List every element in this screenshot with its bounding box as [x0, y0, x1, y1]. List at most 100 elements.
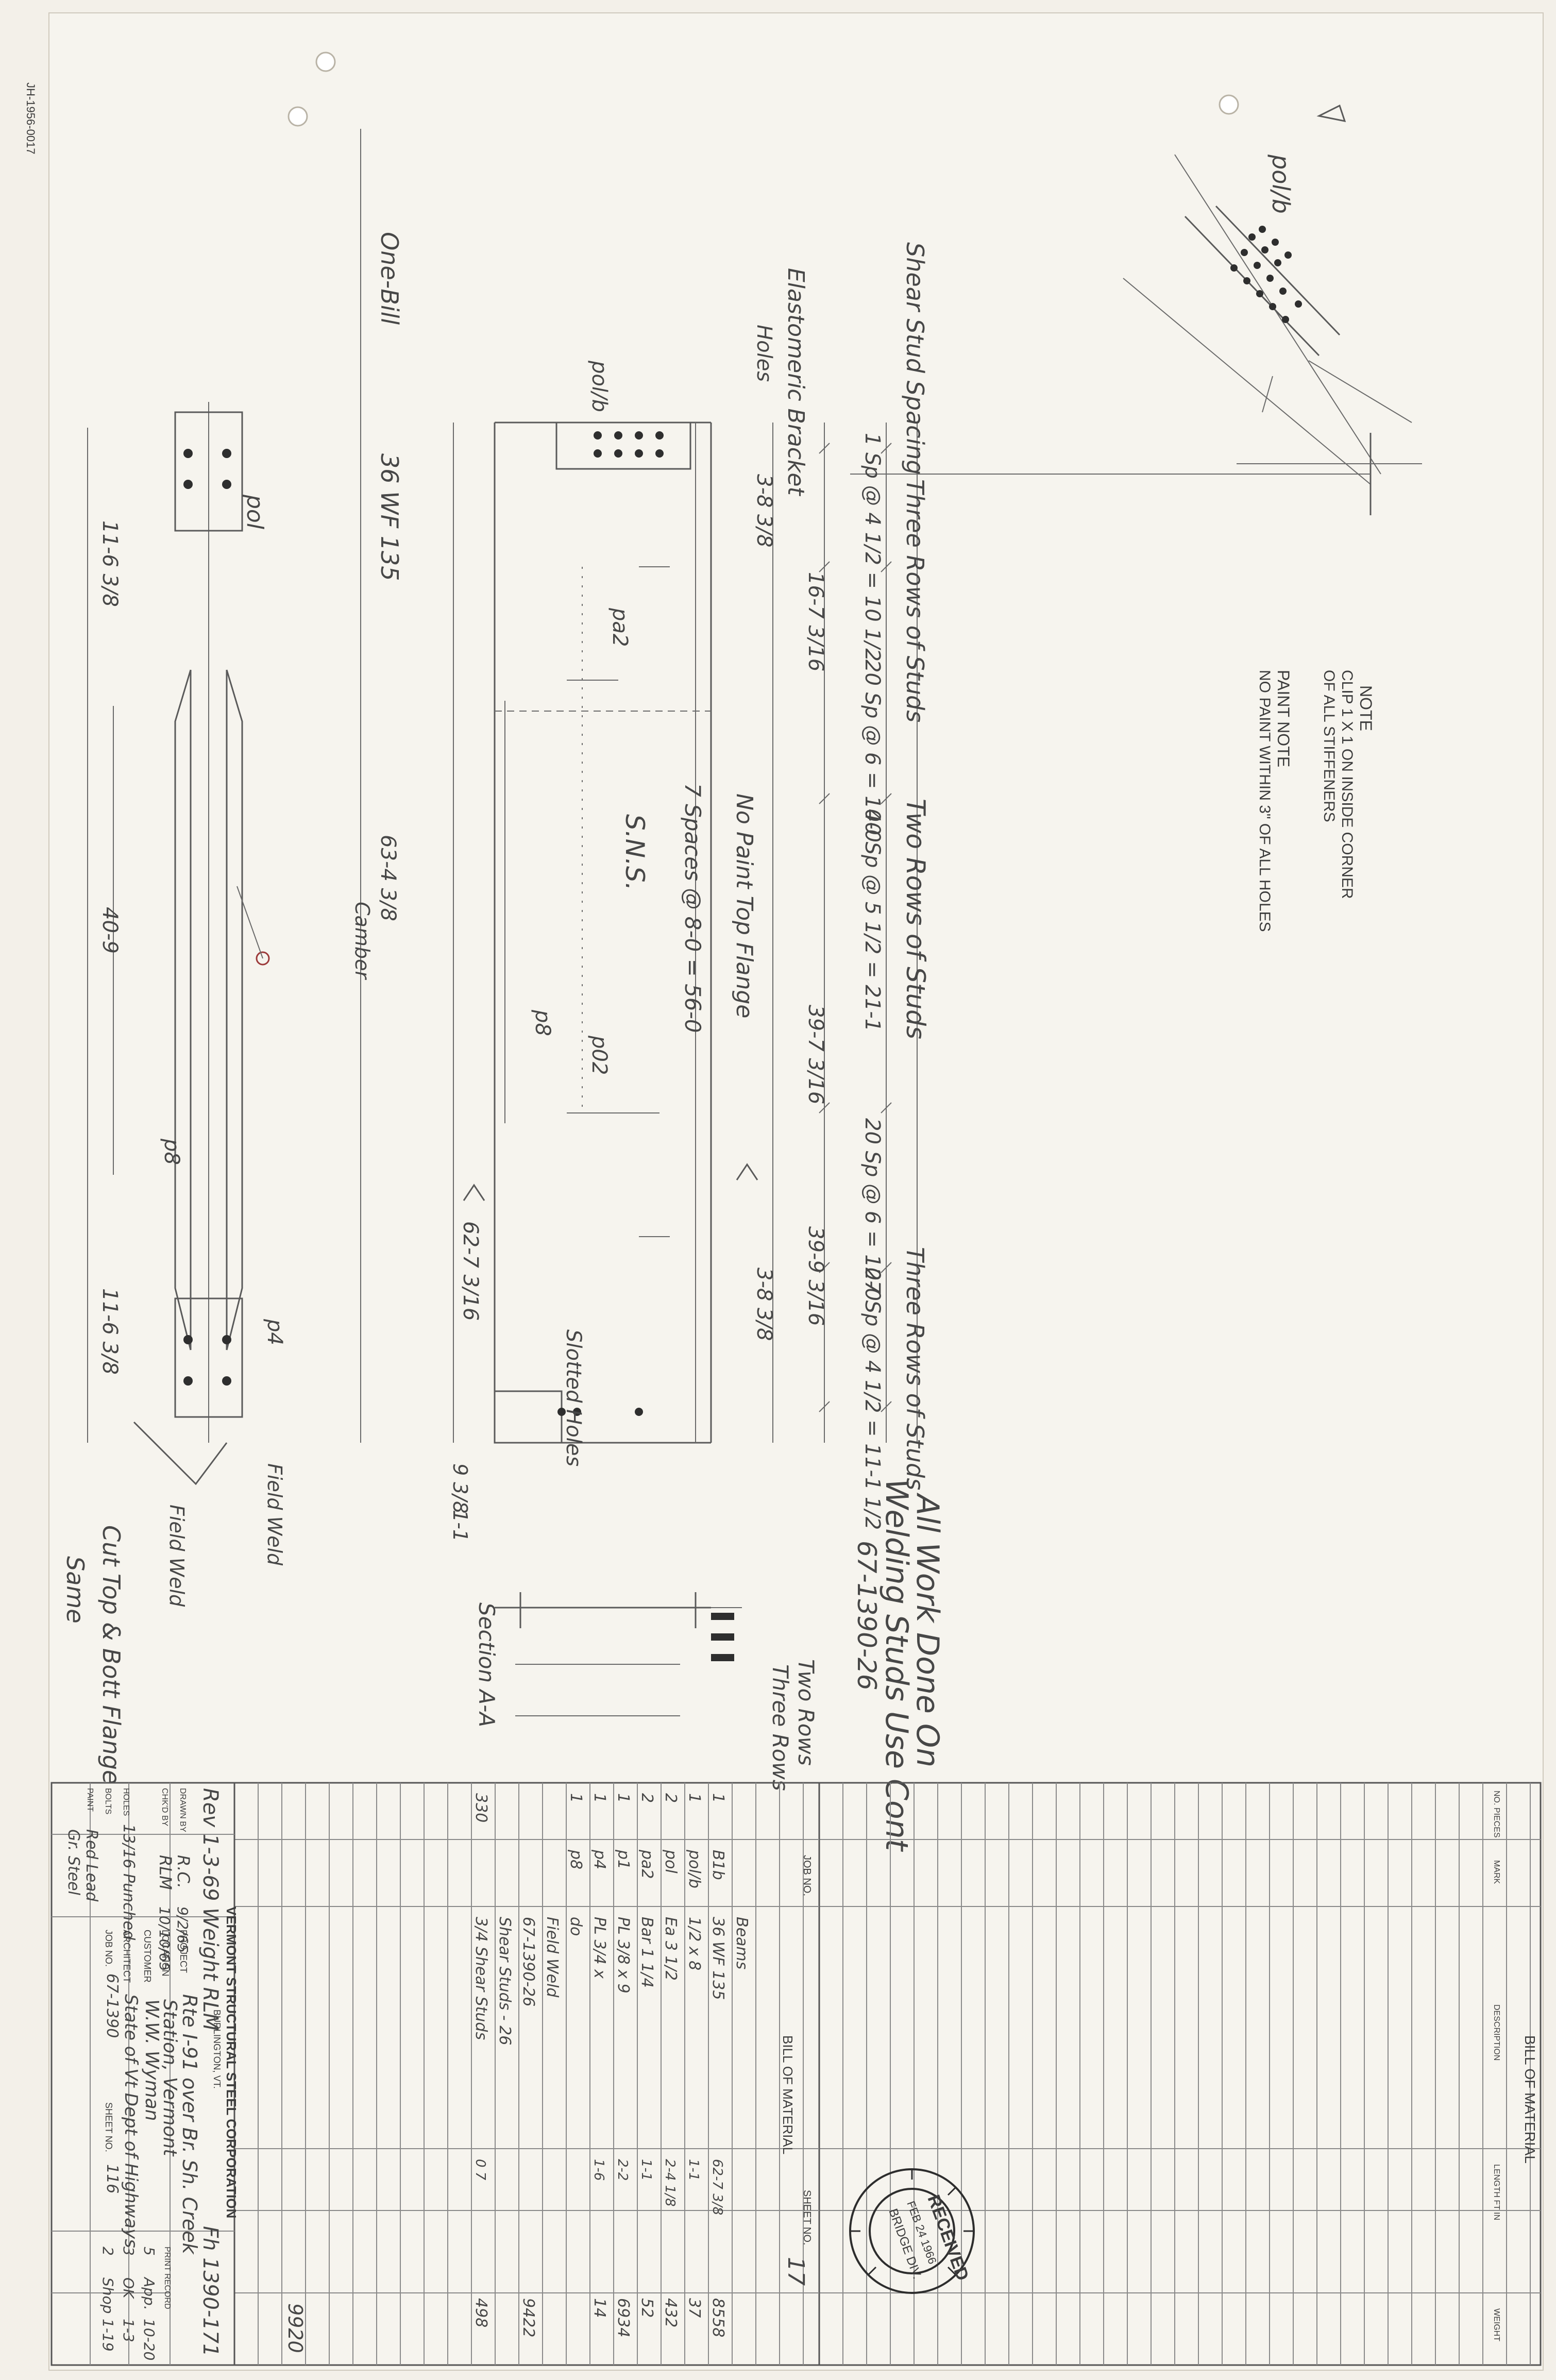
ref-label: 67-1390-26: [852, 1541, 882, 1691]
beam-plan: [87, 402, 270, 1486]
punch-hole: [287, 106, 308, 127]
all-work-label: All Work Done On: [909, 1492, 945, 1767]
elastomeric-bracket: Elastomeric Bracket: [783, 268, 809, 496]
mark-p8: p8: [531, 1009, 554, 1036]
dim-a: 16-7 3/16: [804, 572, 827, 671]
project-label: PROJECT: [178, 1930, 189, 1973]
bom-cell-pcs: 2: [638, 1793, 656, 1803]
bom-lower-title: BILL OF MATERIAL: [780, 2035, 796, 2154]
punch-hole: [315, 52, 336, 72]
job-value: 67-1390: [103, 1973, 121, 2038]
length-4: 62-7 3/16: [459, 1221, 482, 1321]
print-record-cell: OK: [120, 2277, 137, 2300]
chkd-date: 10/10/65: [156, 1906, 173, 1971]
bom-cell-mark: pa2: [638, 1849, 656, 1879]
paint-label: PAINT: [86, 1788, 94, 1812]
sheet-value: 116: [103, 2164, 121, 2193]
bom-sheet-num: 17: [783, 2257, 809, 2286]
bom-cell-wt: 498: [472, 2298, 490, 2327]
bom-cell-wt: 8558: [709, 2298, 727, 2337]
corner-detail: pol/b: [850, 104, 1422, 515]
company-city: BURLINGTON, VT.: [212, 2010, 222, 2089]
bom-cell-len: 1-1: [638, 2159, 654, 2181]
bom-cell-pcs: 330: [472, 1793, 490, 1822]
bom-cell-pcs: 1: [590, 1793, 608, 1803]
bom-cell-wt: 6934: [614, 2298, 632, 2337]
bom-cell-mark: p1: [614, 1849, 632, 1869]
bom-cell-desc: Bar 1 1/4: [638, 1917, 656, 1988]
bolts-label: BOLTS: [104, 1788, 112, 1814]
bom-cell-wt: 14: [590, 2298, 608, 2318]
bom-cell-mark: pol: [662, 1849, 680, 1873]
beam-size: 36 WF 135: [376, 453, 403, 581]
bom-cell-len: 0 7: [472, 2159, 488, 2181]
two-rows-short: Two Rows: [793, 1659, 819, 1766]
section-aa: [495, 1592, 742, 1716]
spacing-5: 27 Sp @ 4 1/2 = 11-1 1/2: [860, 1268, 884, 1530]
bom-cell-len: 2-2: [615, 2159, 630, 2181]
detail-mark: pol/b: [1267, 154, 1295, 214]
bom-cell-wt: 37: [685, 2298, 703, 2318]
ref-number: Fh 1390-171: [198, 2226, 222, 2357]
location-value: Station, Vermont: [159, 1999, 180, 2157]
mark-pol-b: pol/b: [587, 360, 611, 412]
bom-total: 9920: [284, 2303, 307, 2353]
paint-value: Red Lead: [82, 1829, 100, 1902]
two-rows-label: Two Rows of Studs: [901, 799, 931, 1039]
location-label: LOCATION: [160, 1930, 171, 1977]
bom-cell-pcs: 1: [685, 1793, 703, 1803]
drawn-by-value: R.C.: [174, 1855, 193, 1888]
architect-label: ARCHITECT: [122, 1930, 132, 1983]
one-bill-label: One-Bill: [376, 232, 403, 325]
bom-cell-desc: 67-1390-26: [519, 1917, 537, 2006]
drawn-date: 9/2/65: [174, 1906, 191, 1953]
bom-cell-desc: Shear Studs - 26: [496, 1917, 514, 2045]
holes-label: Holes: [752, 325, 776, 382]
plan-mark-p8: p8: [160, 1138, 183, 1165]
print-record-cell: 3: [120, 2247, 137, 2256]
mark-pa2: pa2: [608, 607, 632, 647]
seven-spaces: 7 Spaces @ 8-0 = 56-0: [680, 783, 705, 1033]
plan-len-3: 11-6 3/8: [98, 1288, 122, 1375]
customer-value: W.W. Wyman: [141, 1999, 162, 2121]
section-aa-label: Section A-A: [474, 1602, 499, 1727]
bom-cell-pcs: 1: [709, 1793, 727, 1803]
field-weld-2: Field Weld: [165, 1505, 188, 1607]
camber-label: Camber: [351, 902, 374, 980]
print-record-cell: 1-3: [120, 2319, 137, 2342]
print-record-cell: Shop: [99, 2277, 116, 2314]
bom-cell-wt: 9422: [519, 2298, 537, 2337]
shear-stud-spacing: Shear Stud Spacing: [901, 242, 929, 475]
spacing-3: 40 Sp @ 5 1/2 = 21-1: [860, 809, 884, 1032]
note-line-1: CLIP 1 X 1 ON INSIDE CORNER: [1339, 670, 1356, 899]
punch-hole: [1219, 94, 1239, 115]
bom-upper-title: BILL OF MATERIAL: [1522, 2035, 1538, 2164]
three-rows-right-label: Three Rows of Studs: [901, 1247, 929, 1490]
bom-cell-desc: 36 WF 135: [709, 1917, 727, 2000]
dim-b: 39-7 3/16: [804, 1005, 827, 1104]
three-rows-label: Three Rows of Studs: [901, 479, 929, 722]
holes-value: 13/16 Punched: [120, 1824, 138, 1940]
bom-cell-mark: p8: [567, 1849, 585, 1869]
sheet-label: SHEET NO.: [104, 2102, 114, 2152]
length-7: 1-1: [449, 1510, 471, 1542]
print-record-cell: 10-20: [141, 2319, 158, 2360]
plan-len-2: 40-9: [98, 907, 122, 954]
bom-cell-desc: 1/2 x 8: [685, 1917, 703, 1970]
bom-cell-wt: 432: [662, 2298, 680, 2327]
bom-cell-desc: PL 3/8 x 9: [614, 1917, 632, 1994]
plan-mark-pol: pol: [242, 494, 268, 530]
print-record-cell: 1-19: [99, 2319, 116, 2352]
sns-label: S.N.S.: [620, 814, 650, 891]
dim-e: 3-8 3/8: [752, 1268, 776, 1341]
welding-label: Welding Studs Use Cont: [878, 1479, 915, 1852]
bom-cell-len: 1-1: [686, 2159, 701, 2181]
company-name: VERMONT STRUCTURAL STEEL CORPORATION: [224, 1906, 239, 2218]
three-rows-short: Three Rows: [768, 1664, 793, 1791]
revision-note: Rev 1-3-69 Weight RLM: [198, 1788, 222, 2031]
title-block: [50, 1782, 235, 2366]
print-record-cell: 2: [99, 2247, 116, 2256]
mark-p02: p02: [587, 1035, 611, 1075]
bom-upper-h3: DESCRIPTION: [1492, 2004, 1501, 2061]
